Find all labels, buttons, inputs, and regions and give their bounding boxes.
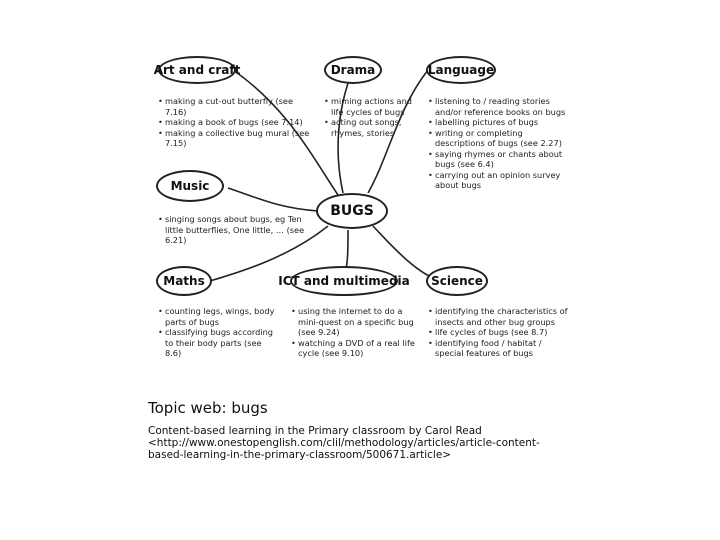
node-music: Music xyxy=(156,170,224,202)
list-item: writing or completing descriptions of bu… xyxy=(428,128,567,149)
node-art-and-craft: Art and craft xyxy=(154,56,240,84)
ict-and-multimedia-list: using the internet to do a mini-quest on… xyxy=(291,306,416,359)
list-item: listening to / reading stories and/or re… xyxy=(428,96,567,117)
topic-web-diagram: Art and craft Drama Language Music BUGS … xyxy=(148,48,568,388)
list-item: watching a DVD of a real life cycle (see… xyxy=(291,338,416,359)
list-item: making a book of bugs (see 7.14) xyxy=(158,117,315,128)
science-list: identifying the characteristics of insec… xyxy=(428,306,569,359)
list-item: making a collective bug mural (see 7.15) xyxy=(158,128,315,149)
node-language: Language xyxy=(426,56,496,84)
art-and-craft-list: making a cut-out butterfly (see 7.16) ma… xyxy=(158,96,315,149)
maths-list: counting legs, wings, body parts of bugs… xyxy=(158,306,277,359)
list-item: acting out songs, rhymes, stories xyxy=(324,117,421,138)
list-item: identifying the characteristics of insec… xyxy=(428,306,569,327)
node-maths: Maths xyxy=(156,266,212,296)
caption-source-url: <http://www.onestopenglish.com/clil/meth… xyxy=(148,437,540,461)
caption-source: Content-based learning in the Primary cl… xyxy=(148,425,568,461)
node-science: Science xyxy=(426,266,488,296)
caption-title: Topic web: bugs xyxy=(148,399,268,417)
list-item: saying rhymes or chants about bugs (see … xyxy=(428,149,567,170)
list-item: life cycles of bugs (see 8.7) xyxy=(428,327,569,338)
language-list: listening to / reading stories and/or re… xyxy=(428,96,567,191)
connector-music xyxy=(227,187,319,212)
list-item: classifying bugs according to their body… xyxy=(158,327,277,359)
list-item: labelling pictures of bugs xyxy=(428,117,567,128)
list-item: using the internet to do a mini-quest on… xyxy=(291,306,416,338)
list-item: carrying out an opinion survey about bug… xyxy=(428,170,567,191)
list-item: counting legs, wings, body parts of bugs xyxy=(158,306,277,327)
caption-source-line: Content-based learning in the Primary cl… xyxy=(148,425,482,437)
drama-list: miming actions and life cycles of bugs a… xyxy=(324,96,421,138)
node-ict-and-multimedia: ICT and multimedia xyxy=(278,266,410,296)
list-item: making a cut-out butterfly (see 7.16) xyxy=(158,96,315,117)
list-item: miming actions and life cycles of bugs xyxy=(324,96,421,117)
list-item: identifying food / habitat / special fea… xyxy=(428,338,569,359)
music-list: singing songs about bugs, eg Ten little … xyxy=(158,214,315,246)
node-drama: Drama xyxy=(324,56,382,84)
list-item: singing songs about bugs, eg Ten little … xyxy=(158,214,315,246)
node-bugs-center: BUGS xyxy=(316,193,388,229)
